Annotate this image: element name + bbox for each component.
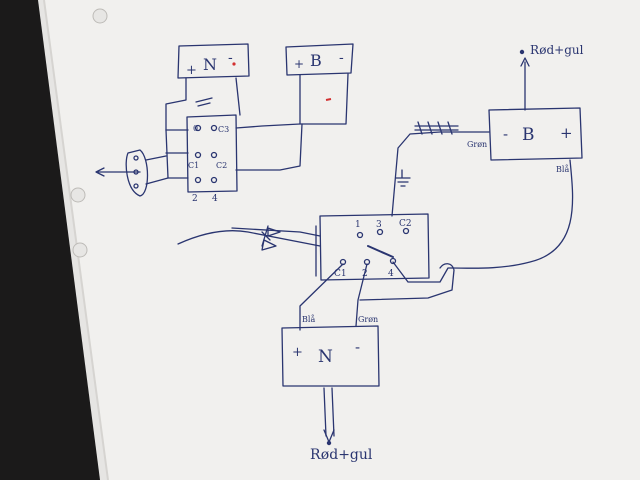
punch-hole-bottom — [72, 242, 88, 258]
top-wiring — [165, 77, 303, 171]
left-connector — [95, 149, 169, 197]
top-b-plus-label: + — [294, 57, 304, 71]
right-antenna-label: Rød+gul — [530, 43, 584, 57]
right-wiring — [391, 121, 574, 269]
switch-top-3: 3 — [376, 220, 382, 230]
bottom-wiring: Blå Grøn — [299, 261, 455, 331]
ss-top-0: 0 — [193, 124, 198, 133]
switch-bottom-c1: C1 — [334, 269, 347, 279]
right-b-battery: - B + Rød+gul Grøn Blå — [467, 43, 584, 174]
bottom-n-battery: + N - Rød+gul — [281, 325, 380, 463]
top-b-battery: + B - — [285, 43, 354, 125]
top-n-label: N — [203, 55, 217, 74]
bottom-n-wire-left-label: Blå — [302, 315, 315, 324]
bottom-n-minus-label: - — [355, 338, 360, 356]
right-b-label: B — [522, 125, 535, 145]
red-mark-b — [325, 98, 332, 101]
ss-mid-c2: C2 — [216, 161, 227, 170]
right-b-minus-label: - — [503, 125, 508, 143]
switch-top-1: 1 — [355, 220, 361, 230]
ss-bottom-4: 4 — [212, 194, 218, 204]
top-n-plus-label: + — [186, 63, 197, 78]
antenna-dot — [519, 49, 525, 55]
bottom-n-plus-label: + — [292, 345, 303, 360]
ss-bottom-2: 2 — [192, 194, 198, 204]
top-n-battery: + N - — [177, 43, 250, 79]
left-cable — [177, 225, 321, 251]
top-b-minus-label: - — [339, 50, 344, 66]
bottom-n-label: N — [318, 347, 333, 367]
punch-hole-top — [92, 8, 108, 24]
right-b-plus-label: + — [560, 124, 573, 142]
bottom-antenna-dot — [326, 440, 332, 446]
ss-mid-c1: C1 — [188, 161, 199, 170]
bottom-n-wire-right-label: Grøn — [358, 315, 378, 324]
right-b-wire-bottom-label: Blå — [556, 165, 569, 174]
switch-bottom-4: 4 — [388, 269, 394, 279]
ss-top-c3: C3 — [218, 125, 229, 134]
paper-sheet — [38, 0, 640, 480]
small-switch-block: 0 C3 C1 C2 2 4 — [165, 97, 238, 204]
right-b-wire-left-label: Grøn — [467, 140, 487, 149]
punch-hole-middle — [70, 187, 86, 203]
switch-top-c2: C2 — [399, 219, 412, 229]
red-mark — [232, 62, 236, 66]
top-n-minus-label: - — [228, 50, 233, 66]
top-b-label: B — [310, 51, 322, 70]
bottom-antenna-label: Rød+gul — [310, 447, 373, 463]
